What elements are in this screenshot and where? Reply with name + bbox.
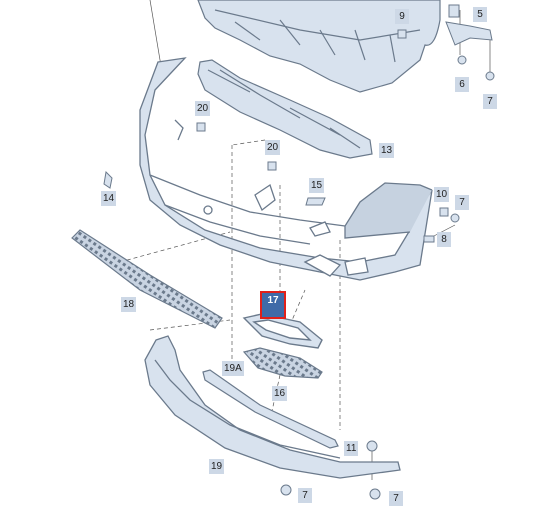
trim-strip (202, 369, 339, 449)
bracket-right (445, 21, 493, 46)
part-14 (103, 170, 113, 189)
callout-7: 7 (455, 195, 469, 210)
part-7-br (369, 488, 381, 500)
callout-7: 7 (298, 488, 312, 503)
callout-11: 11 (344, 441, 359, 456)
bumper-carrier (197, 0, 441, 93)
callout-17-highlighted[interactable]: 17 (260, 291, 286, 319)
callout-8: 8 (437, 232, 451, 247)
callout-16: 16 (272, 386, 288, 401)
small-parts (103, 4, 495, 500)
callout-7: 7 (483, 94, 497, 109)
callout-7: 7 (389, 491, 403, 506)
part-9 (397, 29, 407, 39)
impact-absorber (197, 59, 373, 159)
callout-15: 15 (309, 178, 325, 193)
part-11 (366, 440, 378, 452)
callout-20: 20 (265, 140, 281, 155)
callout-10: 10 (434, 187, 450, 202)
callout-14: 14 (101, 191, 117, 206)
callout-6: 6 (455, 77, 469, 92)
callout-19: 19 (209, 459, 225, 474)
part-7-bl (280, 484, 292, 496)
callout-20: 20 (195, 101, 211, 116)
callout-13: 13 (379, 143, 395, 158)
callout-9: 9 (395, 9, 409, 24)
callout-19A: 19A (222, 361, 244, 376)
part-7-mid (450, 213, 460, 223)
part-6 (457, 55, 467, 65)
lower-spoiler (144, 335, 401, 479)
callout-5: 5 (473, 7, 487, 22)
callout-18: 18 (121, 297, 137, 312)
part-20-b (267, 161, 277, 171)
part-20-a (196, 122, 206, 132)
fog-lamp-trim (242, 313, 323, 349)
lower-grille (71, 229, 223, 329)
bumper-cover (139, 57, 433, 281)
part-5 (448, 4, 460, 18)
part-15 (305, 197, 326, 206)
fog-lamp-grille (242, 347, 323, 379)
part-8 (423, 235, 435, 243)
part-10 (439, 207, 449, 217)
part-7-top (485, 71, 495, 81)
